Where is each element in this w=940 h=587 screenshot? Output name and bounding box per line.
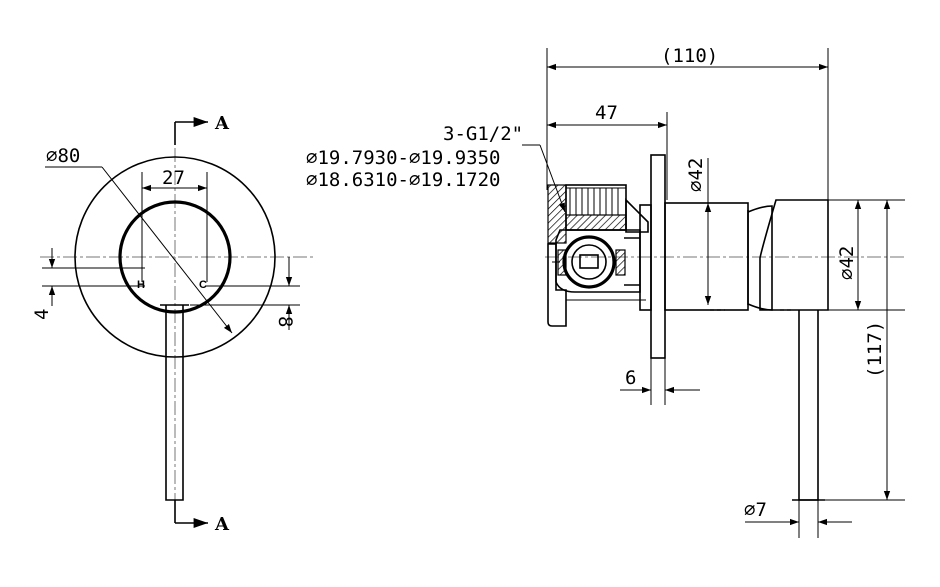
plate-diameter-dimension: ∅80 — [46, 145, 80, 167]
thread-major-diameter-label: ∅19.7930-∅19.9350 — [306, 147, 500, 169]
handle-head — [759, 199, 829, 311]
mounting-bracket — [547, 243, 567, 327]
overall-height-dimension: (117) — [864, 321, 886, 378]
thread-pattern — [566, 187, 626, 216]
lever-diameter-dimension: ∅7 — [744, 499, 767, 521]
section-cut-marker-top: A — [174, 113, 230, 145]
side-view: (110) 47 3-G1/2" ∅19.7930-∅19.9350 ∅18.6… — [306, 45, 905, 538]
section-cut-marker-bottom: A — [174, 500, 230, 535]
front-view: A A H C 27 ∅80 4 — [31, 113, 315, 535]
lever-handle — [165, 305, 184, 501]
body-diameter-dimension: ∅42 — [685, 158, 707, 192]
valve-outlet-circle-inner — [571, 244, 607, 280]
right-offset-dimension: 8 — [274, 316, 296, 327]
inlet-depth-dimension: 47 — [595, 102, 618, 124]
lever-side — [798, 310, 819, 501]
body-handle-connector — [747, 205, 773, 311]
handle-diameter-dimension: ∅42 — [836, 246, 858, 280]
section-label-top: A — [214, 113, 230, 134]
hole-spacing-dimension: 27 — [162, 167, 185, 189]
thread-minor-diameter-label: ∅18.6310-∅19.1720 — [306, 169, 500, 191]
section-label-bottom: A — [214, 514, 230, 535]
hot-label: H — [137, 279, 145, 291]
thread-spec-label: 3-G1/2" — [443, 123, 523, 145]
body-circle — [118, 200, 232, 314]
cold-label: C — [199, 279, 207, 291]
left-offset-dimension: 4 — [31, 309, 53, 320]
overall-length-dimension: (110) — [661, 45, 718, 67]
plate-thickness-dimension: 6 — [625, 367, 636, 389]
cover-plate-outline — [74, 156, 276, 358]
inlet-section-hatch — [547, 184, 567, 244]
